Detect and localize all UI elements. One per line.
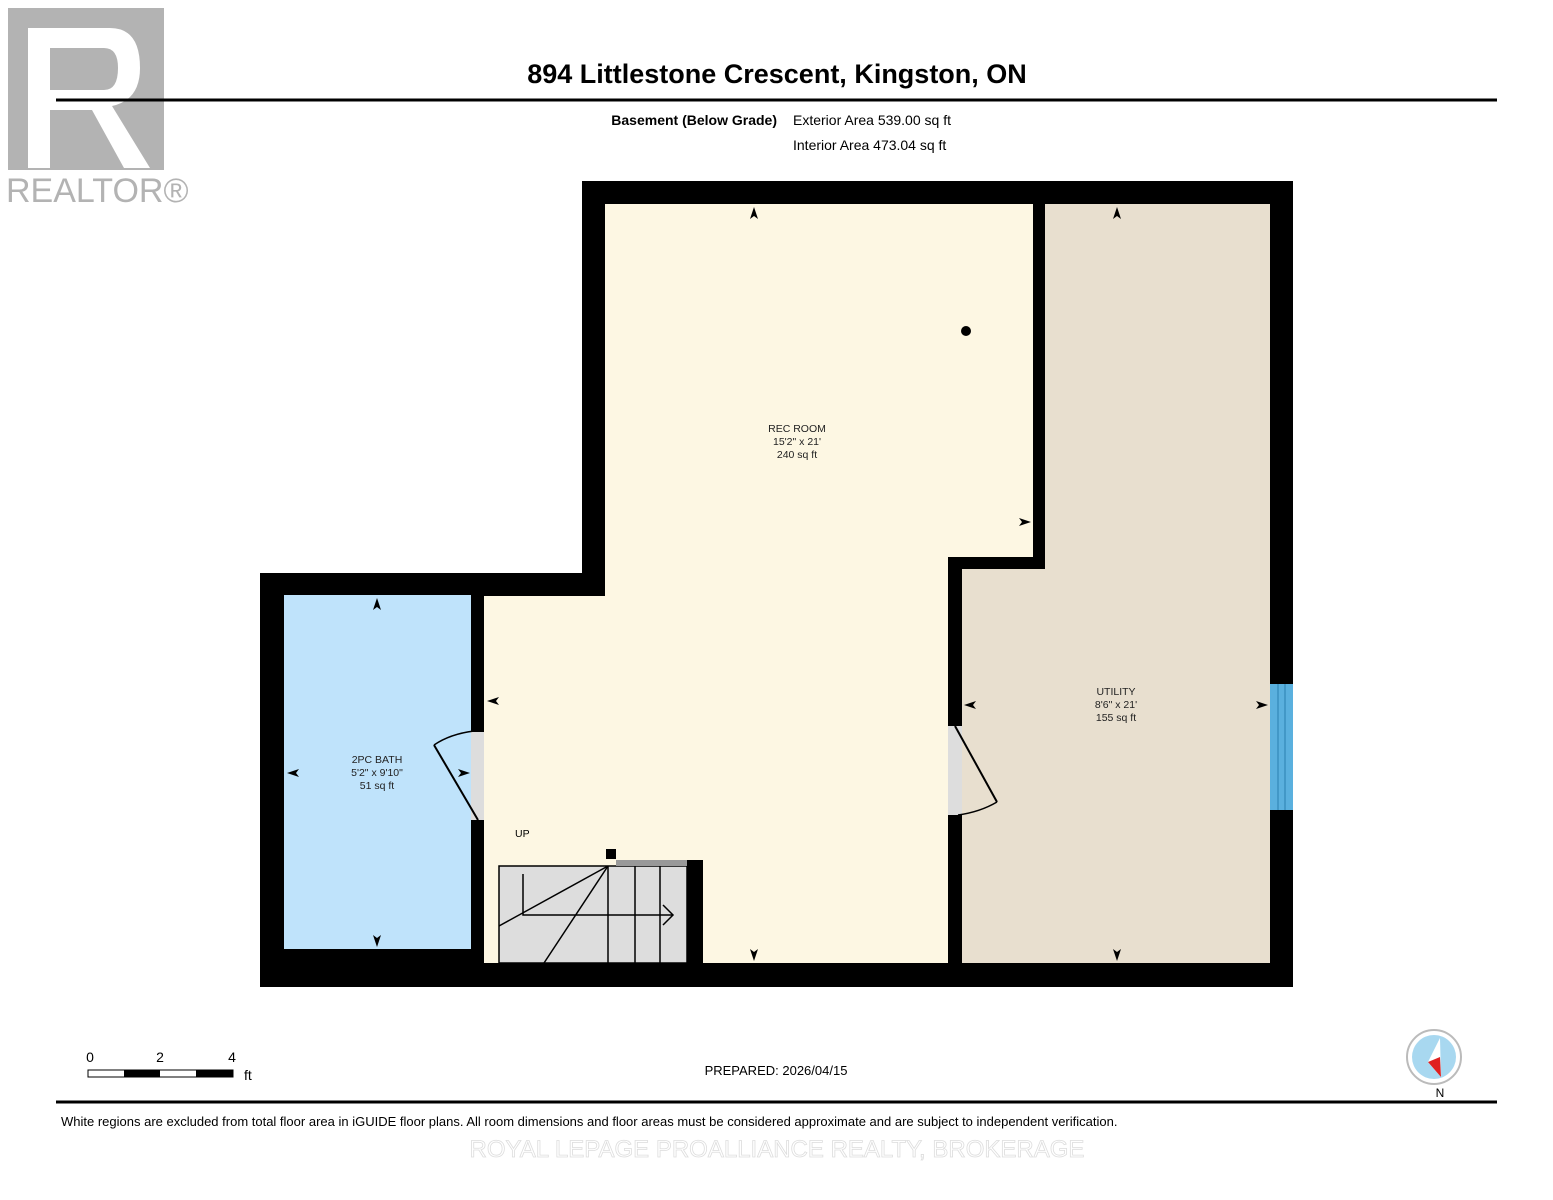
svg-text:REALTOR®: REALTOR®: [6, 172, 189, 210]
svg-text:UTILITY: UTILITY: [1096, 686, 1135, 698]
post-marker: [961, 326, 971, 336]
label-utility: UTILITY 8'6" x 21' 155 sq ft: [1095, 686, 1137, 724]
scale-bar: 0 2 4 ft: [86, 1049, 252, 1083]
label-rec-room: REC ROOM 15'2" x 21' 240 sq ft: [768, 423, 826, 461]
page-title: 894 Littlestone Crescent, Kingston, ON: [527, 59, 1027, 89]
prepared-date: PREPARED: 2026/04/15: [705, 1063, 848, 1078]
stairs-up-label: UP: [515, 828, 530, 840]
svg-text:240 sq ft: 240 sq ft: [777, 449, 817, 461]
compass-icon: N: [1406, 1029, 1462, 1100]
interior-area: Interior Area 473.04 sq ft: [793, 137, 946, 153]
svg-text:ft: ft: [244, 1067, 252, 1083]
svg-text:2PC BATH: 2PC BATH: [352, 754, 403, 766]
window: [1270, 684, 1293, 810]
svg-text:0: 0: [86, 1049, 94, 1065]
svg-text:8'6" x 21': 8'6" x 21': [1095, 699, 1137, 711]
stairs: UP: [498, 828, 703, 964]
room-utility: [962, 204, 1270, 963]
room-rec-room: [484, 204, 1033, 963]
svg-text:51 sq ft: 51 sq ft: [360, 780, 395, 792]
svg-text:N: N: [1436, 1086, 1445, 1100]
svg-text:REC ROOM: REC ROOM: [768, 423, 826, 435]
svg-text:5'2" x 9'10": 5'2" x 9'10": [351, 767, 403, 779]
brokerage-watermark: ROYAL LEPAGE PROALLIANCE REALTY, BROKERA…: [470, 1136, 1085, 1163]
room-2pc-bath: [284, 595, 471, 949]
dimension-arrows: [287, 207, 1268, 961]
svg-text:155 sq ft: 155 sq ft: [1096, 712, 1136, 724]
svg-text:4: 4: [228, 1049, 236, 1065]
disclaimer: White regions are excluded from total fl…: [61, 1114, 1117, 1129]
svg-text:15'2" x 21': 15'2" x 21': [773, 436, 821, 448]
label-2pc-bath: 2PC BATH 5'2" x 9'10" 51 sq ft: [351, 754, 403, 792]
exterior-area: Exterior Area 539.00 sq ft: [793, 112, 951, 128]
level-label: Basement (Below Grade): [611, 112, 777, 128]
realtor-logo: REALTOR®: [6, 8, 189, 210]
bath-door: [433, 730, 484, 821]
utility-door: [948, 725, 998, 816]
svg-text:2: 2: [156, 1049, 164, 1065]
